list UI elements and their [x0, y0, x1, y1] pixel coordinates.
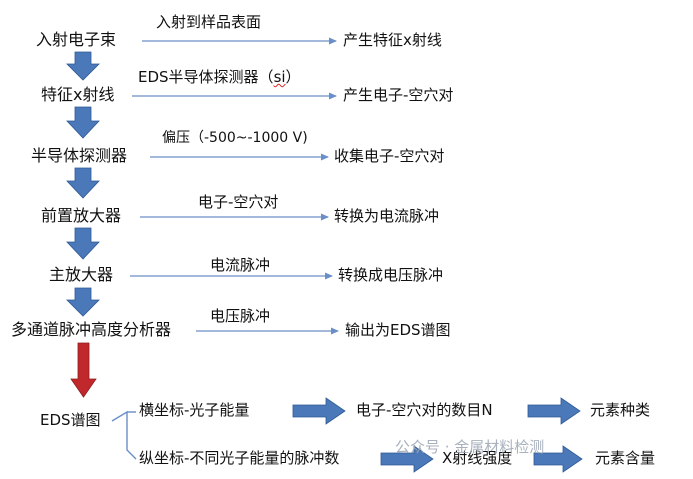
edge-label-6: 电压脉冲 — [210, 307, 271, 325]
y-axis-arrow-1 — [380, 445, 434, 473]
flow-down-arrow-1 — [66, 51, 100, 81]
result-4: 转换为电流脉冲 — [334, 207, 440, 225]
node-eds-spectrum: EDS谱图 — [40, 411, 101, 429]
edge-label-2: EDS半导体探测器（si） — [138, 70, 301, 85]
highlight-down-arrow — [70, 342, 97, 398]
node-detector: 半导体探测器 — [31, 146, 128, 165]
x-axis-arrow-1 — [292, 397, 346, 425]
y-axis-meaning: 元素含量 — [595, 449, 656, 467]
result-3: 收集电子-空穴对 — [334, 147, 445, 165]
edge-label-5: 电流脉冲 — [210, 256, 271, 274]
node-main-amp: 主放大器 — [49, 265, 114, 284]
x-axis-arrow-2 — [527, 397, 581, 425]
y-axis-arrow-2 — [533, 445, 583, 473]
edge-label-2-prefix: EDS半导体探测器（ — [138, 68, 274, 86]
edge-label-3: 偏压（-500~-1000 V) — [162, 130, 308, 146]
node-xray: 特征x射线 — [41, 85, 115, 104]
result-1: 产生特征x射线 — [343, 31, 442, 49]
x-axis-quantity: 电子-空穴对的数目N — [356, 401, 493, 419]
edge-label-4: 电子-空穴对 — [198, 193, 279, 211]
y-axis-quantity: X射线强度 — [442, 449, 513, 467]
node-preamp: 前置放大器 — [41, 206, 122, 225]
spectrum-bracket — [111, 410, 137, 460]
node-incident-beam: 入射电子束 — [36, 30, 117, 49]
result-6: 输出为EDS谱图 — [345, 321, 451, 339]
watermark: 公众号 · 金属材料检测 — [395, 438, 545, 456]
result-2: 产生电子-空穴对 — [343, 86, 454, 104]
flow-down-arrow-3 — [66, 167, 100, 199]
flow-down-arrow-5 — [66, 287, 100, 317]
edge-label-1: 入射到样品表面 — [156, 13, 262, 31]
x-axis-label: 横坐标-光子能量 — [139, 401, 250, 419]
flow-down-arrow-4 — [66, 227, 100, 260]
y-axis-label: 纵坐标-不同光子能量的脉冲数 — [139, 449, 340, 467]
edge-label-2-suffix: ） — [285, 68, 301, 86]
edge-label-2-material: si — [273, 68, 286, 86]
flow-down-arrow-2 — [66, 106, 100, 139]
x-axis-meaning: 元素种类 — [590, 401, 651, 419]
result-5: 转换成电压脉冲 — [338, 266, 444, 284]
node-mca: 多通道脉冲高度分析器 — [11, 320, 172, 339]
